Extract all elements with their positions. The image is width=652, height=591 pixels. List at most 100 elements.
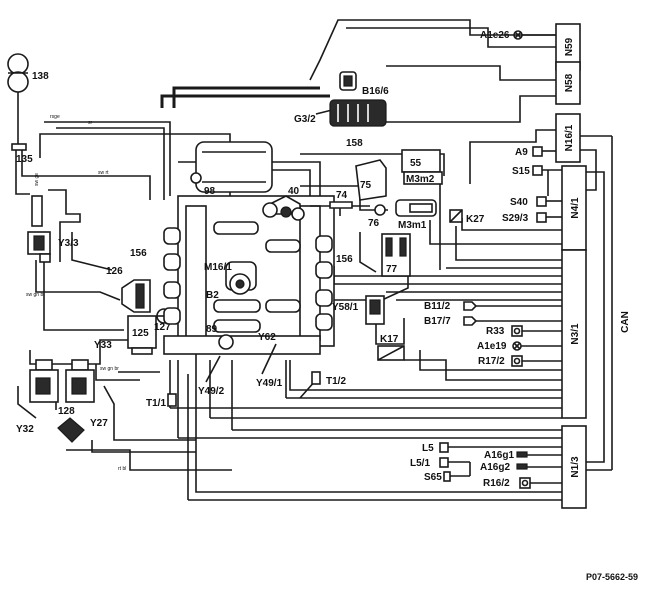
component-b16-6-label: B16/6 [362,86,389,97]
module-n1-3: N1/3 [561,425,587,509]
component-125-label: 125 [132,328,149,339]
component-55-label: 55 [410,158,422,169]
component-y58-1-label: Y58/1 [332,302,359,313]
can-bus: CAN [580,135,631,471]
component-y32: Y32 [16,359,59,435]
l5-1-label: L5/1 [410,458,430,469]
component-m16-1-label: M16/1 [204,262,232,273]
wire-note-swrt: sw rt [98,170,109,176]
component-y27: Y27 [65,359,108,429]
component-135-label: 135 [16,154,33,165]
r33: R33 [486,325,562,337]
module-n59-label: N59 [564,37,575,56]
component-89-label: 89 [206,324,218,335]
wire-note-swgnbr: sw gn br [100,366,119,372]
a1e19-label: A1e19 [477,341,507,352]
s40-label: S40 [510,197,528,208]
component-m3m2: M3m2 [403,171,443,185]
l5: L5 [422,442,562,454]
b11-2: B11/2 [424,301,562,312]
component-k17-label: K17 [380,334,399,345]
wire-note-swge: sw ge [34,173,40,186]
component-156-right-label: 156 [336,254,353,265]
module-n16-1-label: N16/1 [564,124,575,151]
component-k17: K17 [377,334,405,361]
component-75-label: 75 [360,180,372,191]
module-n3-1: N3/1 [561,249,587,419]
component-g3-2: G3/2 [294,109,333,125]
r33-label: R33 [486,326,505,337]
module-n16-1: N16/1 [555,113,581,163]
component-125: 125 [127,315,157,355]
a16g1-label: A16g1 [484,450,514,461]
l5-1: L5/1 [410,457,470,469]
s29-3: S29/3 [502,212,562,224]
component-138: 138 [7,53,49,93]
r16-2: R16/2 [483,477,562,489]
component-74-label: 74 [336,190,348,201]
component-b16-6: B16/6 [339,71,389,97]
b17-7-label: B17/7 [424,316,451,327]
component-t1-2-label: T1/2 [326,376,346,387]
component-y62-label: Y62 [258,332,276,343]
component-m3m1: M3m1 [395,199,437,231]
component-128-label: 128 [58,406,75,417]
component-55: 55 [401,149,441,173]
r17-2-label: R17/2 [478,356,505,367]
component-y3-3: Y3/3 [27,195,79,263]
figure-reference: P07-5662-59 [586,572,638,582]
component-75: 75 [355,159,387,201]
component-m3m2-label: M3m2 [406,174,435,185]
s29-3-label: S29/3 [502,213,529,224]
r17-2: R17/2 [478,355,562,367]
component-135: 135 [11,143,33,165]
component-98-label: 98 [204,186,216,197]
component-158: 158 [329,99,387,149]
can-label: CAN [620,311,631,333]
s65-label: S65 [424,472,442,483]
component-y58-1: Y58/1 [332,295,385,325]
module-n4-1-label: N4/1 [570,197,581,219]
component-98 [190,172,202,184]
component-158-label: 158 [346,138,363,149]
component-y33-label: Y33 [94,340,112,351]
wire-note-swgnbl: sw gn bl [26,292,44,298]
component-126: 126 [106,266,151,313]
component-g3-2-label: G3/2 [294,114,316,125]
module-n58: N58 [555,61,581,105]
a1e19: A1e19 [477,341,562,352]
component-y3-3-label: Y3/3 [58,238,79,249]
component-y49-1-label: Y49/1 [256,378,283,389]
component-y49-2-label: Y49/2 [198,386,225,397]
s40: S40 [510,196,562,208]
module-n58-label: N58 [564,73,575,92]
component-77-label: 77 [386,264,398,275]
module-n3-1-label: N3/1 [570,323,581,345]
a16g1: A16g1 [484,450,562,461]
component-t1-1-label: T1/1 [146,398,166,409]
component-156-left-label: 156 [130,248,147,259]
component-74: 74 [310,190,370,209]
b11-2-label: B11/2 [424,301,451,312]
component-k27: K27 [449,209,485,225]
component-76: 76 [368,204,386,229]
wire-note-rsge: rsge [50,114,60,120]
component-t1-1: T1/1 [146,393,177,409]
s65: S65 [424,471,470,483]
component-77: 77 [381,233,411,277]
wire-note-sr: sr [88,120,93,126]
b17-7: B17/7 [424,316,562,327]
l5-label: L5 [422,443,434,454]
module-n1-3-label: N1/3 [570,456,581,478]
s15: S15 [512,165,562,177]
component-127-label: 127 [154,322,171,333]
module-n4-1: N4/1 [561,165,587,251]
component-40-label: 40 [288,186,300,197]
a9: A9 [515,146,556,158]
component-t1-2: T1/2 [311,371,346,387]
a16g2-label: A16g2 [480,462,510,473]
component-k27-label: K27 [466,214,485,225]
component-y27-label: Y27 [90,418,108,429]
component-138-label: 138 [32,71,49,82]
